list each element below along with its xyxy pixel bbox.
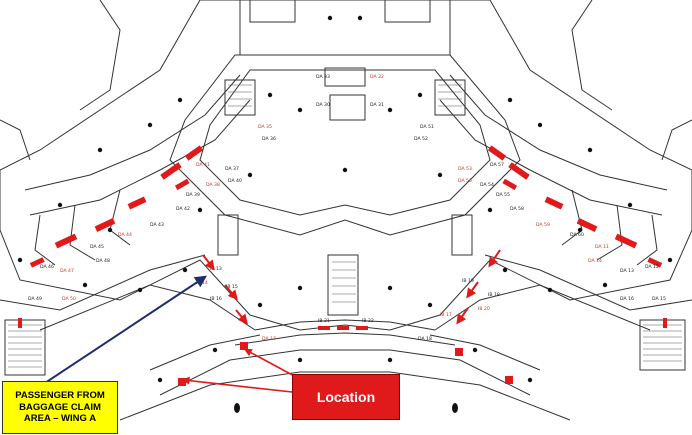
direction-arrow [466,281,479,299]
stair-hatching [8,84,682,368]
passenger-callout-line: AREA – WING A [23,413,97,425]
passenger-callout-line: BAGGAGE CLAIM [19,401,101,413]
gate-label: DA 37 [225,166,239,172]
gate-label: DA 15 [652,296,666,302]
gate-label: DA 48 [96,258,110,264]
passenger-route-arrow [44,275,208,384]
location-pointer [181,376,293,393]
gate-label: DA 18 [418,336,432,342]
gate-label: DA 44 [118,232,132,238]
gate-label: DA 47 [60,268,74,274]
gate-label: IB 17 [440,312,452,318]
gate-label: DA 11 [595,244,609,250]
gate-label: DA 41 [196,162,210,168]
gate-label: DA 53 [458,166,472,172]
gate-label: DA 46 [40,264,54,270]
gate-label: DA 30 [316,102,330,108]
gate-label: DA 51 [420,124,434,130]
gate-label: IB 15 [226,284,238,290]
direction-arrows [202,249,501,325]
location-pointer [243,348,299,379]
gate-label: DA 32 [370,74,384,80]
gate-label: IB 16 [210,296,222,302]
gate-label: DA 14 [588,258,602,264]
gate-label: DA 55 [496,192,510,198]
gate-label: IB 22 [362,318,374,324]
gate-label: DA 57 [490,162,504,168]
gate-label: IB 20 [478,306,490,312]
direction-arrow [235,309,248,325]
gate-label: DA 49 [28,296,42,302]
location-callout: Location [292,374,400,420]
gate-label: DA 59 [536,222,550,228]
gate-label: DA 60 [570,232,584,238]
gate-label: DA 36 [262,136,276,142]
gate-label: DA 13 [620,268,634,274]
gate-label: DA 40 [228,178,242,184]
column-oval [234,403,240,413]
gate-label: DA 50 [62,296,76,302]
gate-label: DA 45 [90,244,104,250]
structural-columns [17,15,673,383]
direction-arrow [456,307,469,325]
gate-label: DA 42 [176,206,190,212]
gate-label: DA 39 [186,192,200,198]
gate-label: DA 43 [150,222,164,228]
gate-label: IB 13 [210,266,222,272]
gate-label: DA 54 [480,182,494,188]
gate-label: DA 38 [206,182,220,188]
location-label: Location [316,389,376,405]
column-oval [452,403,458,413]
gate-markers [18,145,667,386]
gate-label: IB 18 [488,292,500,298]
gate-label: DA 35 [258,124,272,130]
gate-labels: DA 33 DA 32 DA 30 DA 31 DA 35 DA 36 DA 37 DA 38… [28,74,666,342]
building-outline [0,0,692,421]
gate-label: DA 17 [262,336,276,342]
gate-label: DA 56 [458,178,472,184]
direction-arrow [224,284,238,301]
gate-label: DA 52 [414,136,428,142]
gate-label: IB 21 [318,318,330,324]
passenger-route-callout: PASSENGER FROM BAGGAGE CLAIM AREA – WING… [2,381,118,434]
gate-label: IB 19 [462,278,474,284]
gate-label: DA 58 [510,206,524,212]
direction-arrow [202,254,215,271]
passenger-callout-line: PASSENGER FROM [15,389,105,401]
gate-label: DA 31 [370,102,384,108]
gate-label: DA 33 [316,74,330,80]
gate-label: DA 16 [620,296,634,302]
gate-label: DA 12 [645,264,659,270]
direction-arrow [488,249,501,268]
